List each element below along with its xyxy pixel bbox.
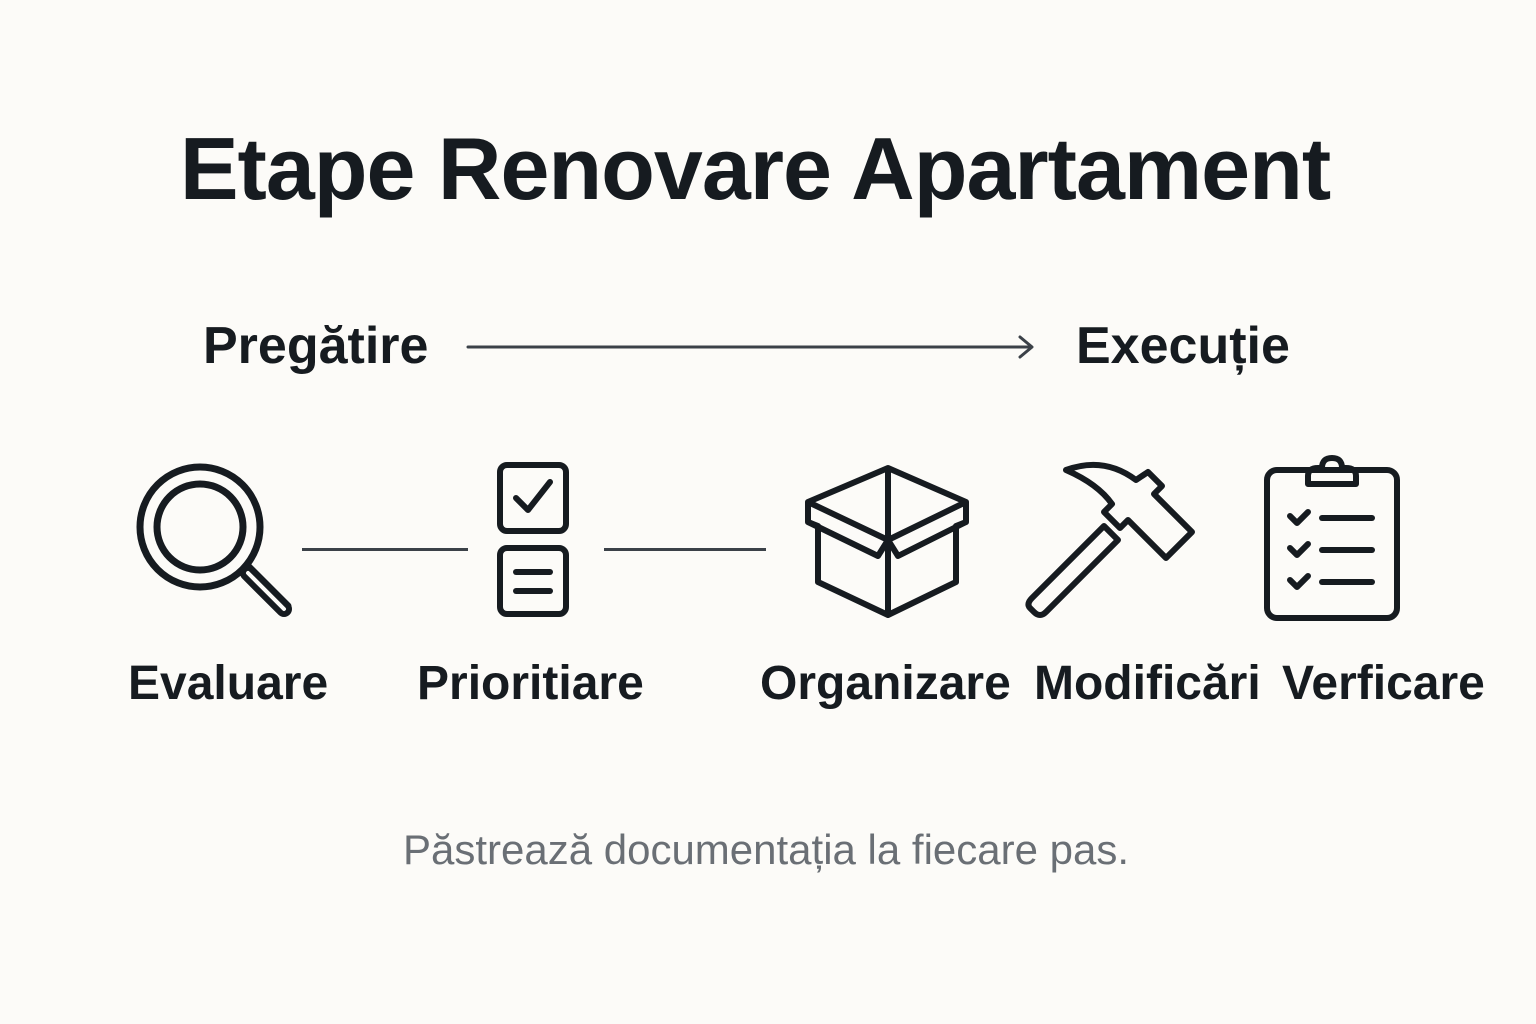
step-label-verficare: Verficare <box>1282 657 1485 710</box>
step-label-prioritiare: Prioritiare <box>417 657 644 710</box>
phase-end-label: Execuție <box>1076 317 1290 375</box>
phase-start-label: Pregătire <box>203 317 429 375</box>
phase-arrow-icon <box>466 335 1034 359</box>
magnifier-icon <box>136 463 292 617</box>
step-label-evaluare: Evaluare <box>128 657 329 710</box>
hammer-icon <box>1025 461 1195 618</box>
diagram-title: Etape Renovare Apartament <box>179 119 1331 218</box>
connector-line <box>604 548 766 551</box>
checklist-boxes-icon <box>497 462 569 617</box>
footer-note: Păstrează documentația la fiecare pas. <box>402 826 1130 873</box>
connector-line <box>302 548 468 551</box>
box-icon <box>805 465 969 618</box>
step-label-modificari: Modificări <box>1034 657 1261 710</box>
step-label-organizare: Organizare <box>760 657 1011 710</box>
clipboard-checklist-icon <box>1264 455 1400 621</box>
